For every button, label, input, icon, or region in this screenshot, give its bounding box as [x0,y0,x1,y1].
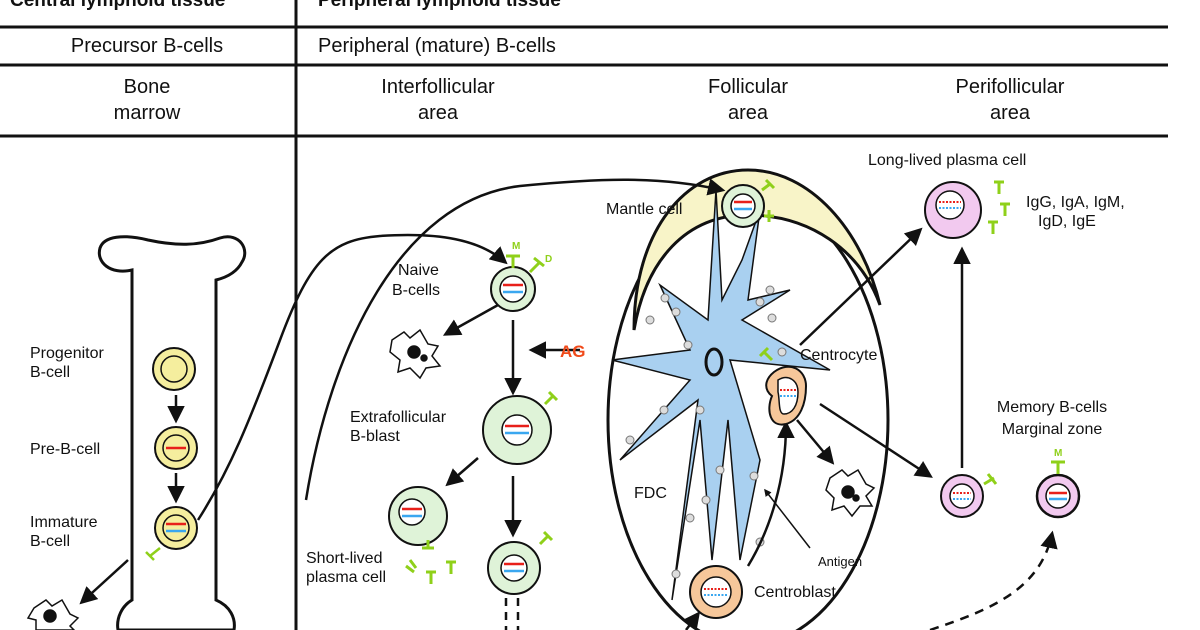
header-precursor: Precursor B-cells [71,35,223,57]
header-peripheral: Peripheral lymphoid tissue [318,0,561,11]
label-short-lived-line1: Short-lived [306,550,382,567]
label-mantle-cell: Mantle cell [606,201,682,218]
label-short-lived-line2: plasma cell [306,569,386,586]
extrafollicular-b-blast [482,390,559,465]
receptor-label-m-marginal: M [1054,448,1062,459]
long-lived-plasma-cell [924,181,982,239]
label-centrocyte: Centrocyte [800,347,877,364]
header-mature: Peripheral (mature) B-cells [318,35,556,57]
label-fdc: FDC [634,485,667,502]
area-follicular-line1: Follicular [708,76,788,98]
short-lived-plasma-cell [388,486,448,574]
label-memory-line2: Marginal zone [1002,421,1103,438]
label-immature-line1: Immature [30,514,98,531]
centrocyte [758,346,808,426]
memory-b-cell [940,473,998,518]
area-follicular-line2: area [728,102,769,124]
label-ig-line1: IgG, IgA, IgM, [1026,194,1125,211]
label-centroblast: Centroblast [754,584,836,601]
label-immature-line2: B-cell [30,533,70,550]
pre-b-cell [154,426,198,470]
label-antigen: Antigen [818,554,862,569]
label-naive-line1: Naive [398,262,439,279]
label-pre-b-cell: Pre-B-cell [30,441,100,458]
receptor-label-d-naive: D [545,254,552,265]
receptor-label-m-naive: M [512,241,520,252]
label-progenitor-line1: Progenitor [30,345,104,362]
header-grid [0,0,1168,630]
label-ag: AG [560,342,586,361]
area-interfollicular-line2: area [418,102,459,124]
area-perifollicular-line2: area [990,102,1031,124]
label-extrafollicular-line2: B-blast [350,428,400,445]
progenitor-b-cell [152,347,196,391]
area-perifollicular-line1: Perifollicular [956,76,1065,98]
immature-b-cell [145,506,198,561]
secreted-antibodies-long-lived [988,180,1010,234]
secreted-antibodies-short-lived [426,560,456,584]
header-central: Central lymphoid tissue [10,0,225,11]
fdc-cell [611,189,831,601]
activated-b-cell [487,530,554,595]
mantle-cell [721,178,776,228]
label-extrafollicular-line1: Extrafollicular [350,409,447,426]
connectors [79,178,1058,630]
apoptotic-cell-debris [26,328,876,630]
label-progenitor-line2: B-cell [30,364,70,381]
label-ig-line2: IgD, IgE [1038,213,1096,230]
naive-b-cell [490,254,545,312]
area-bone-line1: Bone [124,76,171,98]
area-bone-line2: marrow [114,102,181,124]
label-naive-line2: B-cells [392,282,440,299]
mantle-zone [632,168,882,331]
label-memory-line1: Memory B-cells [997,399,1107,416]
fdc-nucleus [704,347,724,377]
marginal-zone-b-cell [1035,460,1081,519]
centroblast [689,565,743,619]
area-interfollicular-line1: Interfollicular [381,76,495,98]
antigen-dots [625,209,787,579]
label-long-lived-plasma-cell: Long-lived plasma cell [868,152,1026,169]
